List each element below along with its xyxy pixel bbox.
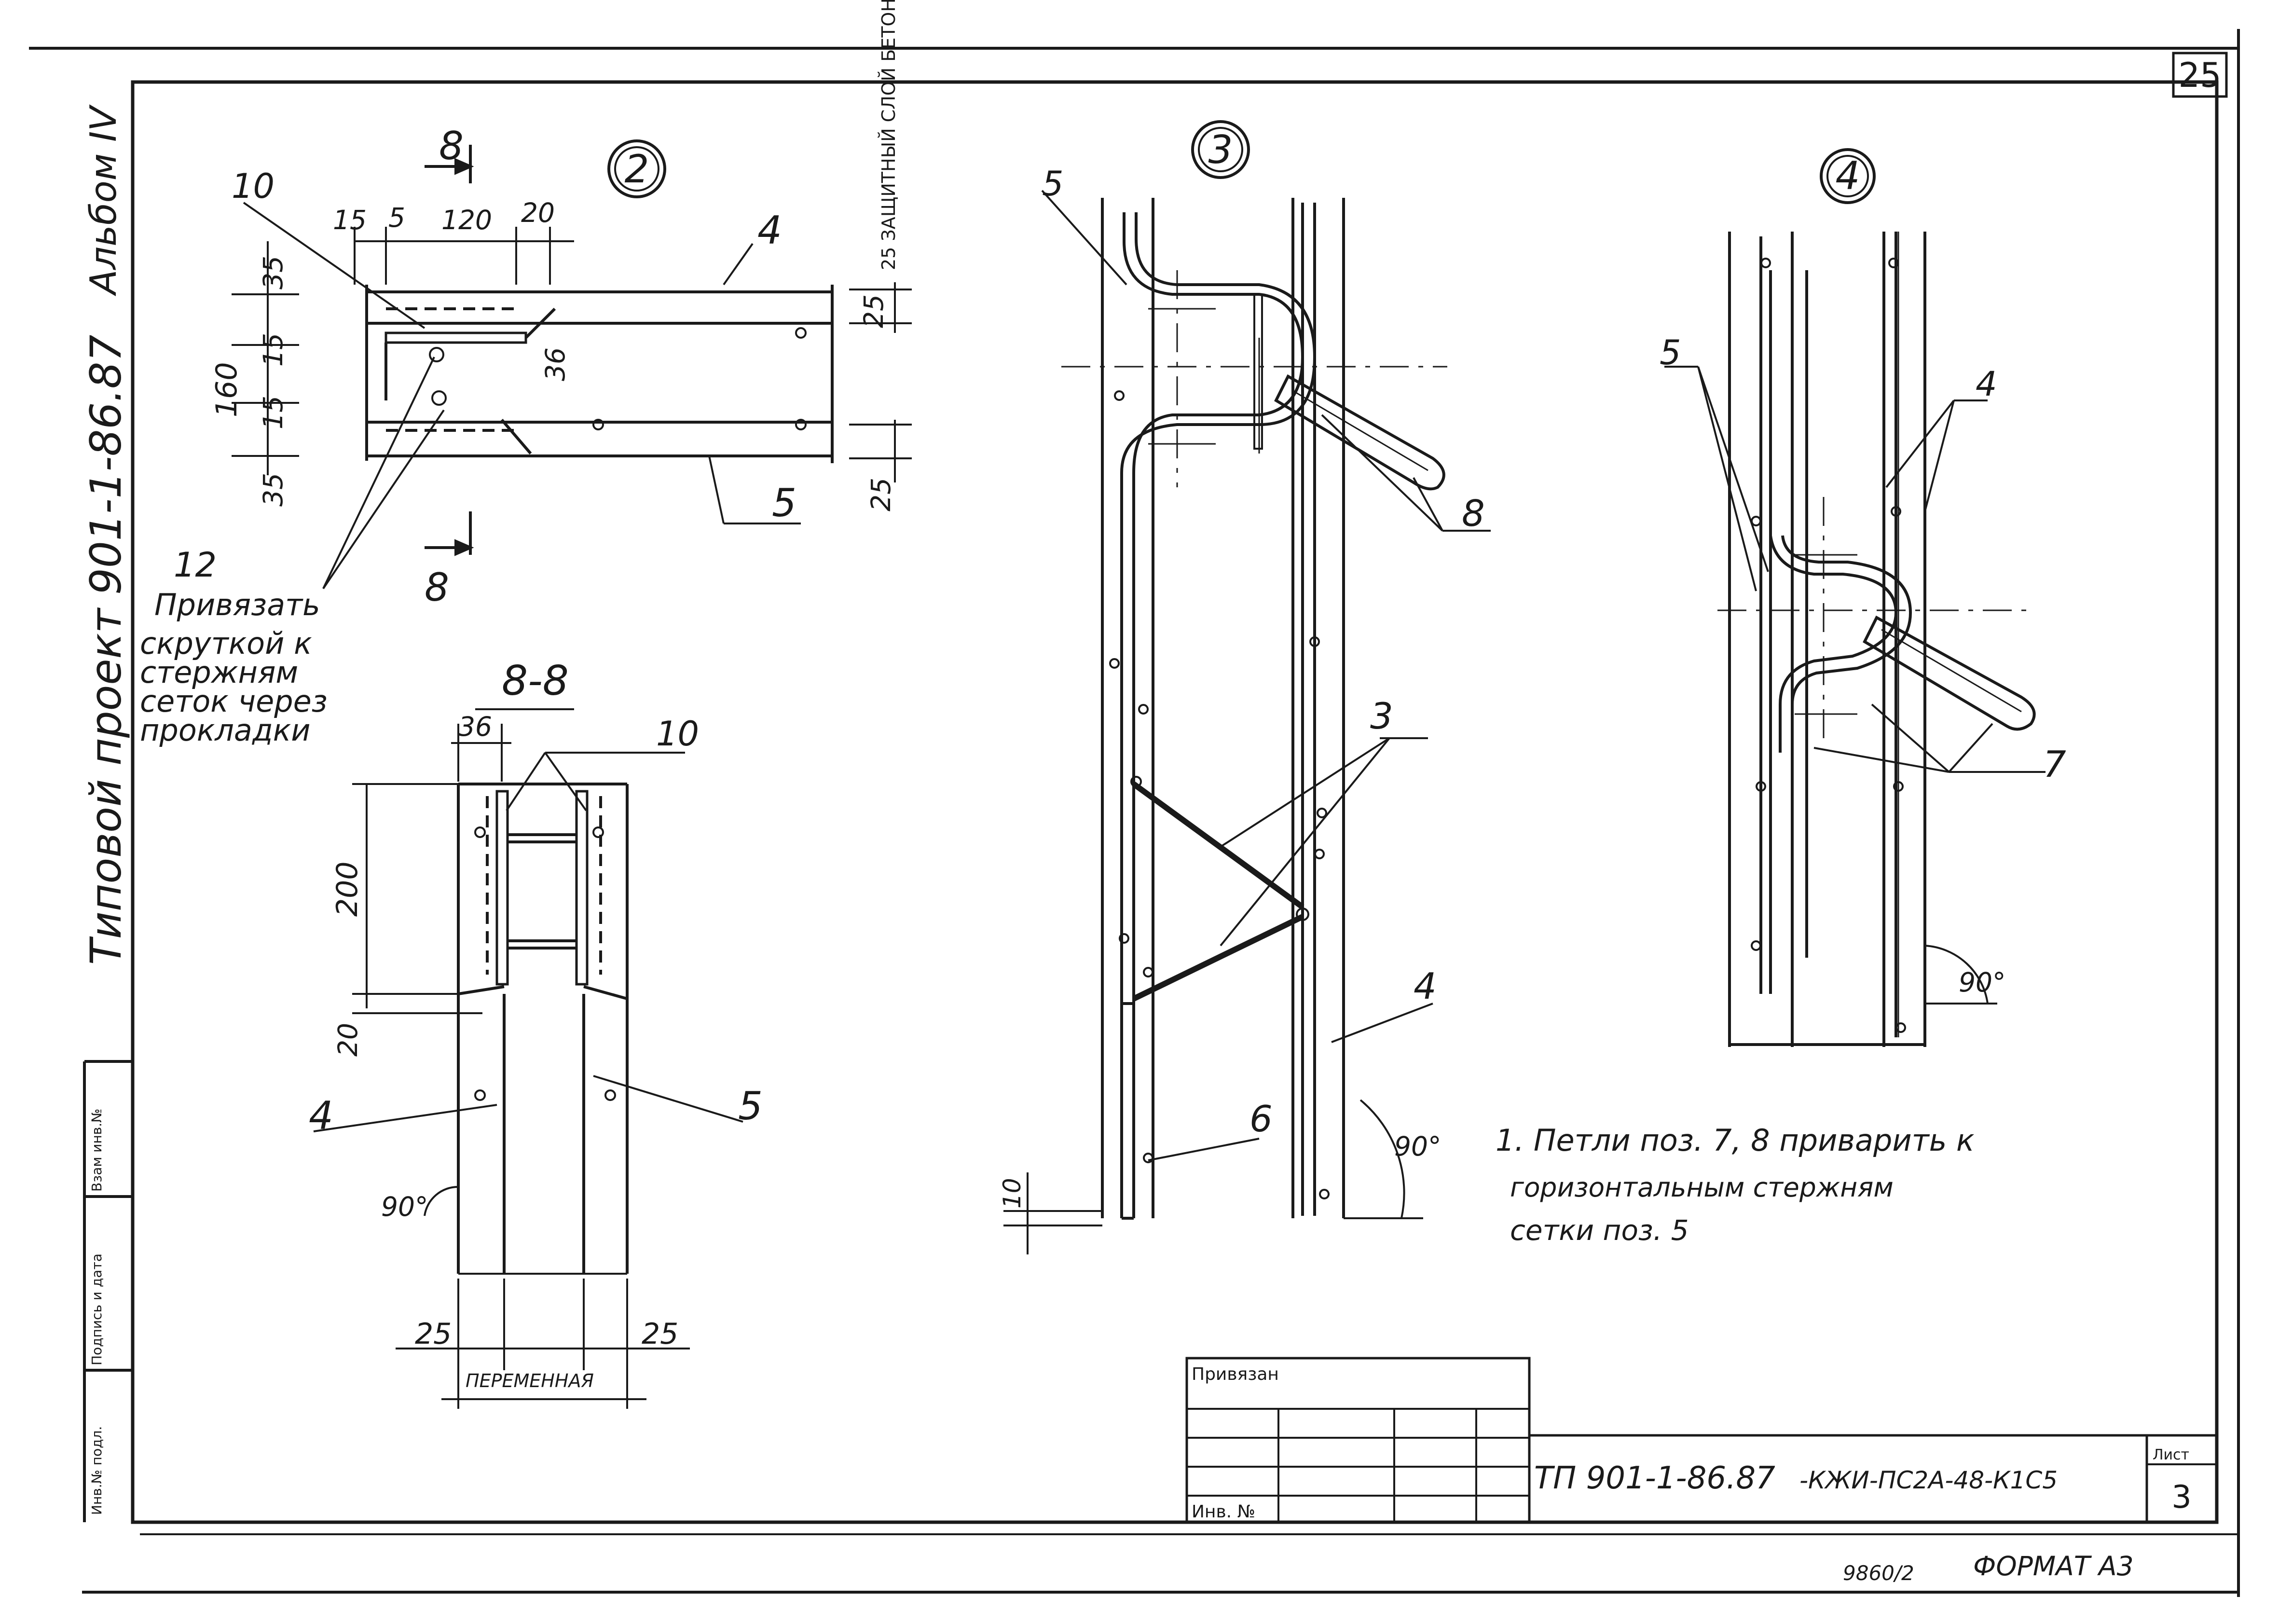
sheet-top-number: 25 — [2178, 55, 2221, 95]
dim-15-top: 15 — [333, 205, 367, 235]
detail-4-pos-5: 5 — [1660, 333, 1681, 372]
detail-2-pos-5: 5 — [772, 481, 796, 525]
section-angle-90: 90° — [381, 1191, 428, 1222]
section-dim-20: 20 — [332, 1023, 363, 1057]
detail-3-angle-90: 90° — [1394, 1131, 1442, 1162]
section-dim-25-left: 25 — [415, 1317, 452, 1351]
stamp-replaced-label: Взам инв.№ — [89, 1109, 105, 1192]
stamp-inv-label: Инв.№ подл. — [89, 1426, 105, 1515]
sheet-number: 3 — [2171, 1479, 2191, 1515]
tie-note-line-3: стержням — [140, 655, 298, 690]
note-line-2: горизонтальным стержням — [1510, 1172, 1894, 1203]
detail-3-marker: 3 — [1208, 127, 1233, 172]
detail-3-pos-3: 3 — [1370, 695, 1393, 737]
inv-no-label: Инв. № — [1192, 1502, 1255, 1522]
detail-4-pos-7: 7 — [2043, 743, 2066, 785]
drawing-mark: -КЖИ-ПС2А-48-К1С5 — [1799, 1466, 2058, 1494]
tie-note-line-5: прокладки — [140, 713, 311, 748]
dim-5-top: 5 — [388, 202, 405, 233]
stamp-signature-label: Подпись и дата — [89, 1253, 105, 1365]
section-dim-36: 36 — [458, 711, 492, 742]
detail-3-pos-5: 5 — [1042, 164, 1064, 204]
section-mark-bottom: 8 — [425, 565, 449, 610]
detail-2-pos-10: 10 — [232, 166, 275, 206]
section-mark-top: 8 — [439, 124, 464, 168]
tie-note-line-2: скруткой к — [140, 626, 312, 661]
side-stamp — [83, 1060, 133, 1522]
dim-20-top: 20 — [521, 197, 555, 228]
dim-120-top: 120 — [441, 205, 492, 235]
note-line-3: сетки поз. 5 — [1510, 1214, 1689, 1247]
detail-4-marker: 4 — [1836, 153, 1860, 198]
detail-2-drawing — [232, 139, 912, 590]
dim-15-upper: 15 — [258, 333, 288, 367]
tie-note-line-1: Привязать — [154, 587, 320, 622]
dim-15-lower: 15 — [258, 396, 288, 429]
detail-2-pos-12: 12 — [174, 545, 217, 585]
section-dim-25-right: 25 — [642, 1317, 678, 1351]
title-block — [1185, 1357, 2217, 1524]
dim-160: 160 — [210, 362, 244, 417]
section-pos-4: 4 — [309, 1093, 333, 1138]
project-label: Типовой проект 901-1-86.87 — [81, 335, 131, 965]
dim-35-upper: 35 — [258, 256, 288, 289]
dim-36-inner: 36 — [540, 347, 571, 381]
drawing-code: ТП 901-1-86.87 — [1534, 1460, 1775, 1496]
detail-2-pos-4: 4 — [757, 208, 782, 253]
tie-note-line-4: сеток через — [140, 684, 328, 719]
detail-3-pos-4: 4 — [1414, 965, 1437, 1007]
detail-4-pos-4: 4 — [1976, 364, 1997, 404]
sheet-frame — [29, 29, 2240, 1597]
archive-number: 9860/2 — [1843, 1561, 1914, 1585]
format-label: ФОРМАТ А3 — [1973, 1551, 2134, 1582]
section-pos-5: 5 — [738, 1084, 763, 1129]
section-8-8-drawing — [313, 708, 743, 1409]
sheet-label: Лист — [2153, 1446, 2189, 1463]
detail-3-drawing — [1003, 120, 1491, 1254]
detail-4-angle-90: 90° — [1959, 967, 2006, 998]
variable-width-label: ПЕРЕМЕННАЯ — [466, 1370, 594, 1391]
detail-3-dim-10: 10 — [998, 1178, 1026, 1209]
dim-35-lower: 35 — [258, 473, 288, 507]
dim-25-right-bottom: 25 — [865, 478, 896, 511]
privyazan-label: Привязан — [1192, 1364, 1279, 1384]
detail-3-pos-8: 8 — [1462, 492, 1485, 535]
album-label: Альбом IV — [82, 104, 124, 296]
section-dim-200: 200 — [330, 861, 364, 917]
protective-layer-label: 25 ЗАЩИТНЫЙ СЛОЙ БЕТОНА — [878, 0, 899, 270]
detail-4-drawing — [1664, 148, 2046, 1047]
dim-25-right-top: 25 — [858, 294, 889, 328]
detail-2-marker: 2 — [625, 147, 649, 192]
section-pos-10: 10 — [656, 714, 699, 754]
note-line-1: 1. Петли поз. 7, 8 приварить к — [1496, 1123, 1975, 1158]
detail-3-pos-6: 6 — [1249, 1098, 1273, 1140]
section-8-8-title: 8-8 — [502, 657, 569, 705]
